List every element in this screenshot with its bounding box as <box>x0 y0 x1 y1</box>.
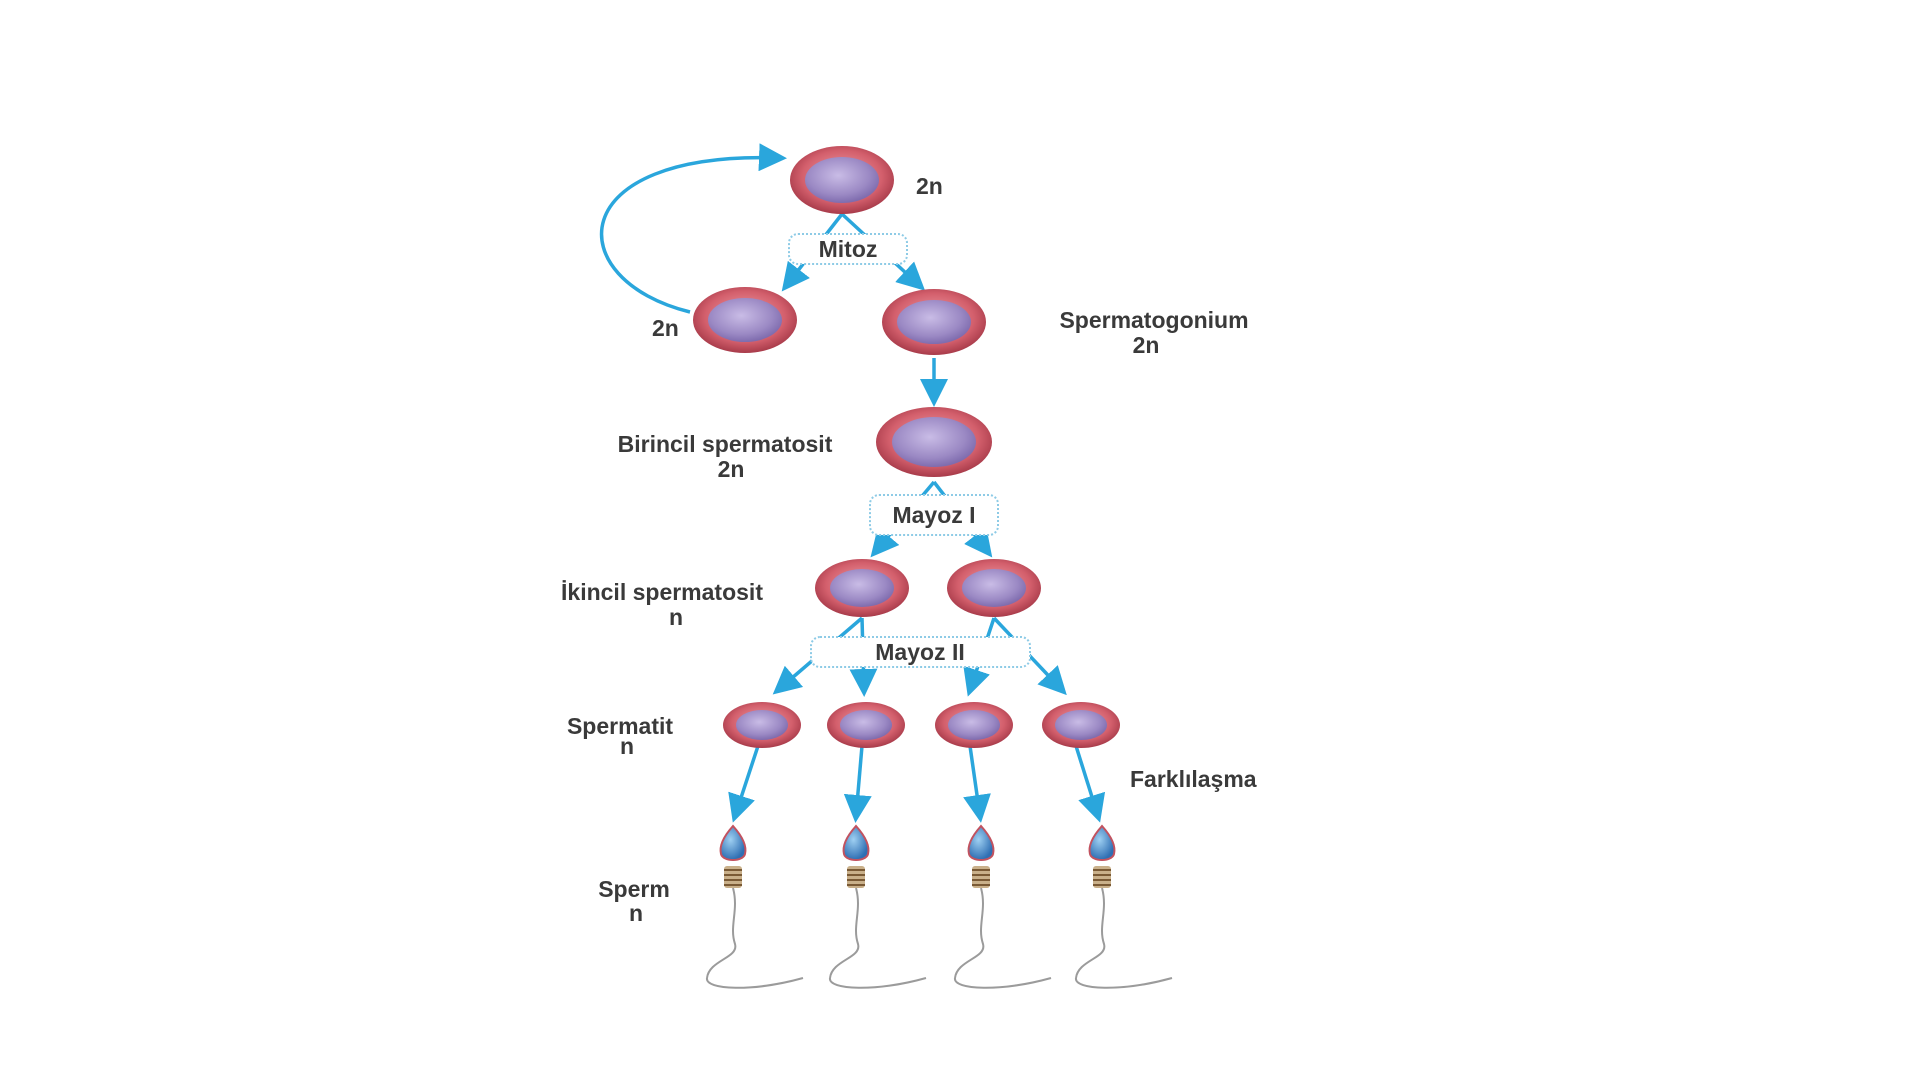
differentiation-arrows <box>728 745 1106 823</box>
secondary-spermatocyte-label: İkincil spermatosit <box>561 579 763 605</box>
top-spermatogonium-cell <box>790 146 894 214</box>
secondary-spermatocyte-ploidy-label: n <box>669 604 683 630</box>
spermatid-cell-3 <box>935 702 1013 748</box>
left-daughter-ploidy-label: 2n <box>652 315 679 341</box>
spermatid-cell-4 <box>1042 702 1120 748</box>
sperm-label: Sperm <box>598 876 670 902</box>
spermatogonium-cell <box>882 289 986 355</box>
sperm-cell-3 <box>954 824 1052 989</box>
primary-spermatocyte-label: Birincil spermatosit <box>618 431 833 457</box>
sperm-ploidy-label: n <box>629 900 643 926</box>
spermatid-cell-2 <box>827 702 905 748</box>
spermatogonium-ploidy-label: 2n <box>1133 332 1160 358</box>
meiosis-2-label: Mayoz II <box>875 639 964 665</box>
spermatid-label: Spermatit <box>567 713 673 739</box>
primary-spermatocyte-ploidy-label: 2n <box>718 456 745 482</box>
mitosis-label: Mitoz <box>819 236 878 262</box>
secondary-spermatocyte-cell-2 <box>947 559 1041 617</box>
spermatid-ploidy-label: n <box>620 733 634 759</box>
top-cell-ploidy-label: 2n <box>916 173 943 199</box>
meiosis-2-box: Mayoz II <box>810 636 1031 668</box>
spermatogonium-label: Spermatogonium <box>1059 307 1248 333</box>
sperm-cell-1 <box>706 824 804 989</box>
sperm-cell-4 <box>1075 824 1173 989</box>
mitosis-box: Mitoz <box>788 233 908 265</box>
sperm-cell-2 <box>829 824 927 989</box>
primary-spermatocyte-cell <box>876 407 992 477</box>
meiosis-1-box: Mayoz I <box>869 494 999 536</box>
secondary-spermatocyte-cell-1 <box>815 559 909 617</box>
left-daughter-cell <box>693 287 797 353</box>
differentiation-label: Farklılaşma <box>1130 766 1257 792</box>
self-renewal-arrow <box>599 143 787 314</box>
meiosis-1-label: Mayoz I <box>892 502 975 528</box>
spermatid-cell-1 <box>723 702 801 748</box>
